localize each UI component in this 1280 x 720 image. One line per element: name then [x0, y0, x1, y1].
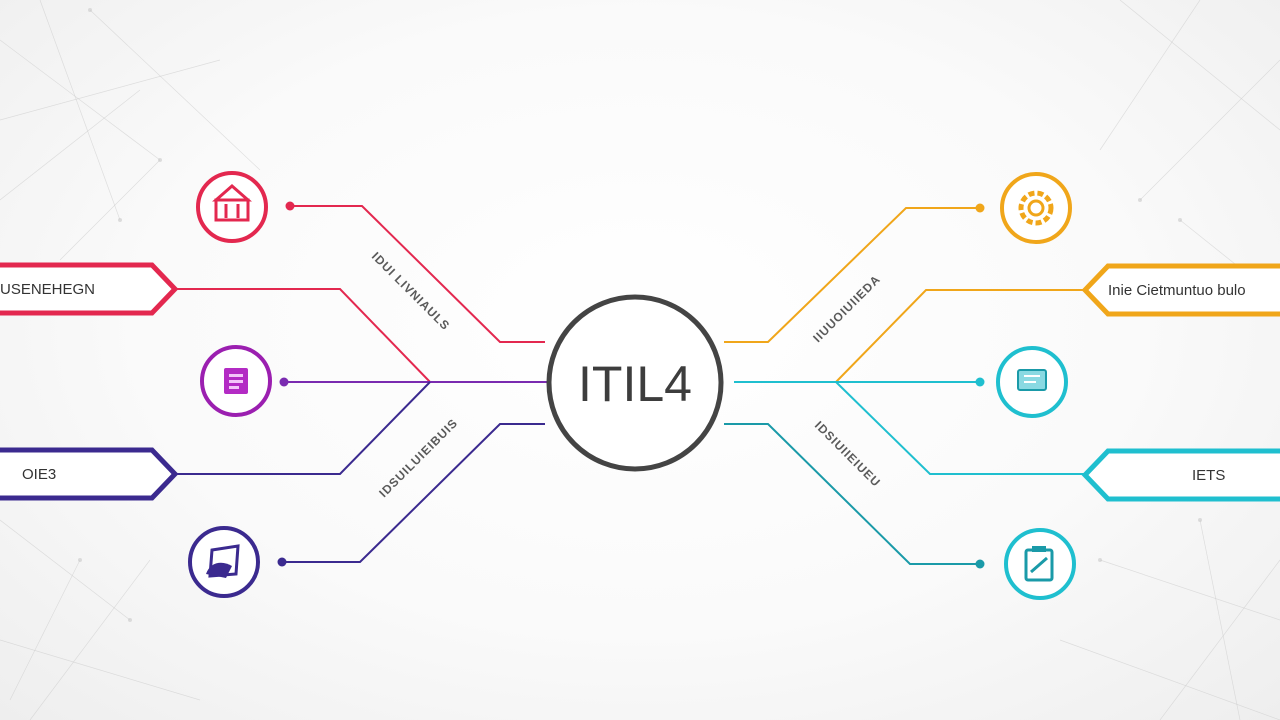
branch-label-left-upper: IDUI LIVNIAULS [369, 249, 453, 333]
connector-dot [975, 559, 985, 569]
right-tag-top-label: Inie Cietmuntuo bulo [1108, 282, 1246, 299]
gear-icon [1000, 172, 1072, 244]
center-node: ITIL4 [546, 294, 724, 472]
connector-dot [285, 201, 295, 211]
connector-teal-lower [724, 423, 980, 565]
connector-orange-tag [835, 289, 1090, 383]
center-label: ITIL4 [578, 356, 692, 412]
monitor-icon [996, 346, 1068, 418]
left-tag-top: USENEHEGN [0, 262, 179, 316]
connector-indigo-tag [175, 381, 431, 475]
right-tag-bottom: IETS [1081, 448, 1280, 502]
right-tag-bottom-label: IETS [1192, 467, 1225, 484]
connector-indigo-lower [282, 423, 545, 563]
board-icon [200, 345, 272, 417]
clipboard-icon [1004, 528, 1076, 600]
connector-dot [279, 377, 289, 387]
connector-teal-tag [835, 381, 1090, 475]
shop-icon [196, 171, 268, 243]
connector-red-upper [290, 205, 545, 343]
left-tag-top-label: USENEHEGN [0, 281, 95, 298]
left-tag-bottom: OIE3 [0, 447, 179, 501]
connector-dot [277, 557, 287, 567]
right-tag-top: Inie Cietmuntuo bulo [1081, 263, 1280, 317]
branch-label-right-upper: IIUUOIUIIEDA [810, 272, 883, 345]
connector-orange-upper [724, 207, 980, 343]
branch-label-left-lower: IDSUILUIEIBUIS [376, 416, 460, 500]
left-tag-bottom-label: OIE3 [22, 466, 56, 483]
connector-red-tag [175, 288, 431, 383]
document-icon [188, 526, 260, 598]
connector-dot [975, 203, 985, 213]
connector-dot [975, 377, 985, 387]
